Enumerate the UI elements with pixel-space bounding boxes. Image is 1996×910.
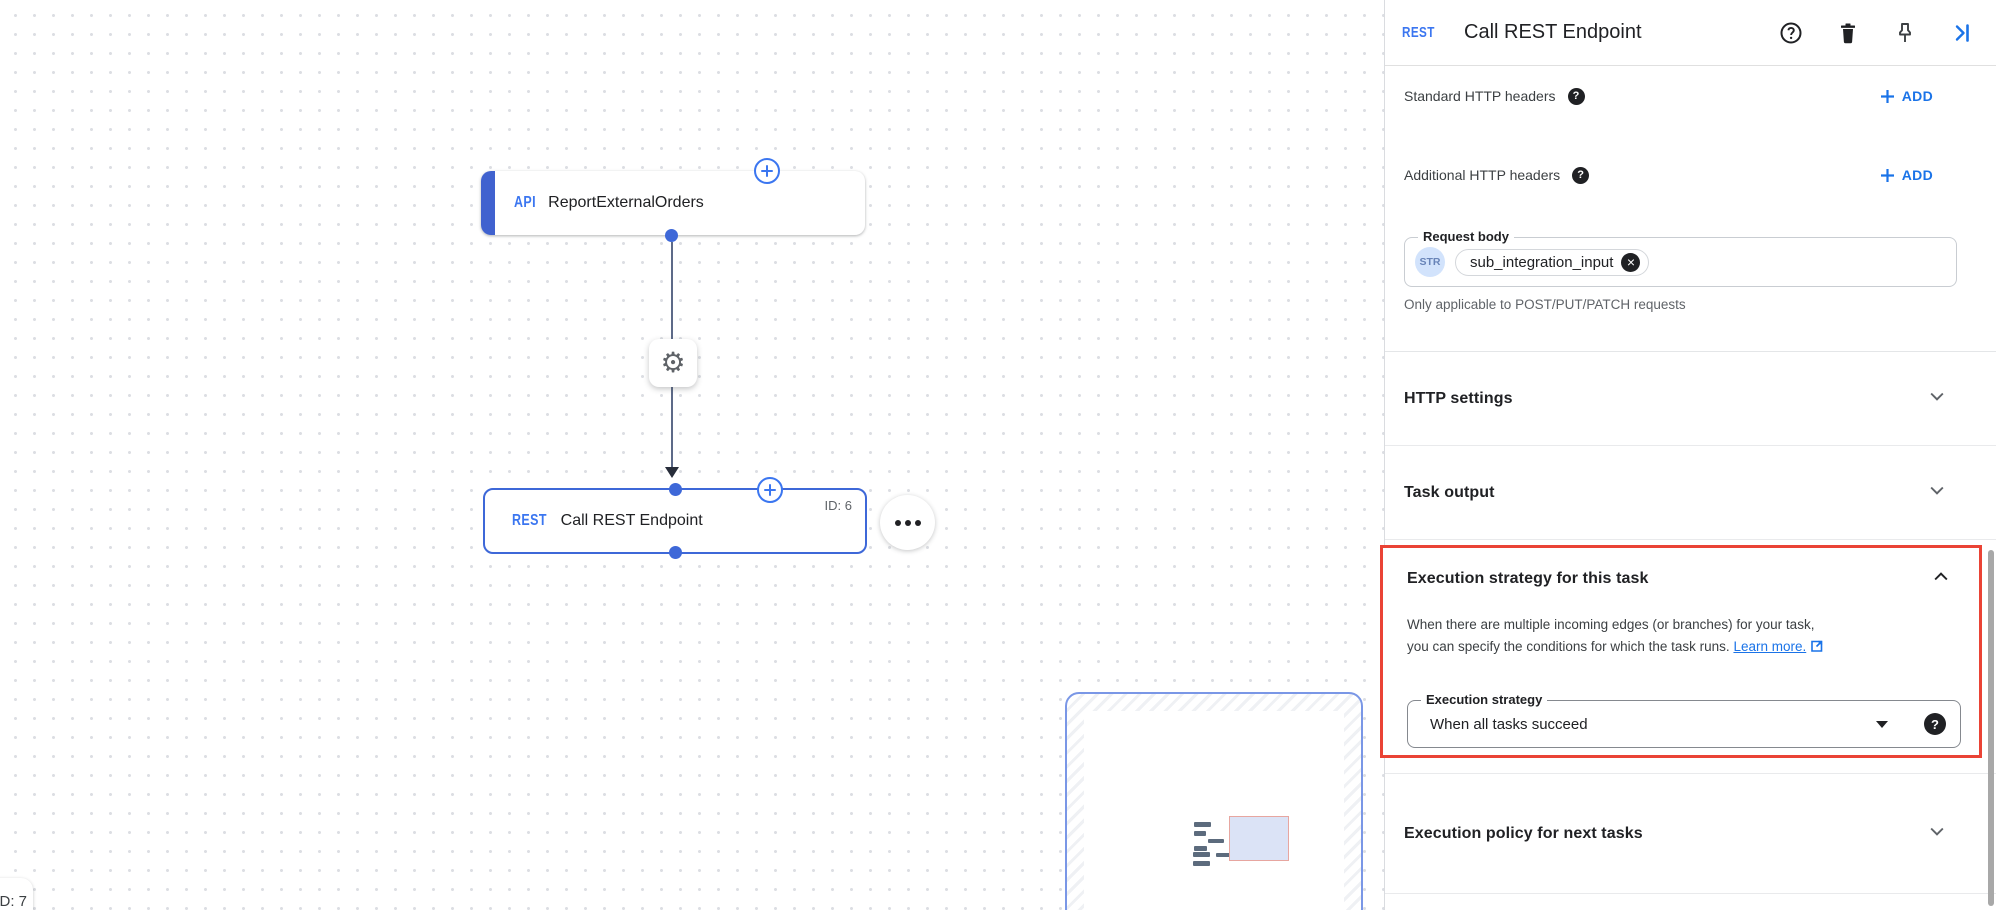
chevron-down-icon [1927,480,1947,505]
partial-task-node[interactable]: D: 7 [0,878,33,910]
minimap-node-bar [1208,839,1224,843]
add-edge-button[interactable] [754,158,780,184]
delete-task-button[interactable] [1836,21,1860,45]
add-additional-header-button[interactable]: ADD [1880,167,1933,183]
string-type-badge: STR [1415,247,1445,277]
pin-panel-button[interactable] [1893,21,1917,45]
workflow-canvas[interactable]: ⚙ API ReportExternalOrders REST Call RES… [0,0,1384,910]
minimap-node-bar [1194,831,1206,836]
execution-strategy-select[interactable]: Execution strategy When all tasks succee… [1407,692,1961,748]
help-icon[interactable]: ? [1572,166,1590,184]
panel-scrollbar[interactable] [1988,550,1994,906]
execution-strategy-highlight: Execution strategy for this task When th… [1380,545,1982,758]
minimap-node-bar [1193,861,1210,866]
execution-strategy-description: When there are multiple incoming edges (… [1407,614,1961,659]
edge-settings-button[interactable]: ⚙ [649,339,697,387]
input-port[interactable] [669,483,682,496]
plus-icon [764,484,776,496]
collapse-right-icon [1955,23,1969,42]
standard-http-headers-row: Standard HTTP headers ? ADD [1385,66,1996,126]
chevron-up-icon [1931,567,1951,592]
divider [1385,773,1996,774]
external-link-icon [1810,638,1823,660]
close-icon: × [1626,254,1636,270]
gear-icon: ⚙ [660,347,686,378]
section-http-settings[interactable]: HTTP settings [1385,352,1996,446]
request-body-field[interactable]: Request body STR sub_integration_input × [1404,229,1957,287]
dot-icon [904,519,911,526]
node-more-options-button[interactable] [880,495,935,550]
request-body-helper-text: Only applicable to POST/PUT/PATCH reques… [1404,297,1686,312]
output-port[interactable] [665,229,678,242]
node-title: Call REST Endpoint [560,512,703,529]
dropdown-caret-icon [1876,720,1888,728]
execution-strategy-field-label: Execution strategy [1421,692,1548,707]
add-standard-header-button[interactable]: ADD [1880,88,1933,104]
task-node-call-rest-endpoint[interactable]: REST Call REST Endpoint ID: 6 [483,477,867,559]
request-body-label: Request body [1418,229,1514,244]
api-trigger-badge: API [514,194,536,211]
output-port[interactable] [669,546,682,559]
help-button[interactable] [1779,21,1803,45]
minimap-node-bar [1194,822,1211,827]
variable-chip-label: sub_integration_input [1470,253,1614,271]
dot-icon [894,519,901,526]
section-execution-strategy[interactable]: Execution strategy for this task [1407,568,1961,590]
help-icon[interactable]: ? [1567,87,1585,105]
help-icon[interactable]: ? [1924,713,1946,735]
plus-icon [761,165,773,177]
minimap-node-bar [1216,853,1231,857]
minimap-viewport[interactable] [1229,816,1289,861]
task-node-report-external-orders[interactable]: API ReportExternalOrders [481,158,865,242]
panel-header: REST Call REST Endpoint [1385,0,1996,66]
section-execution-policy[interactable]: Execution policy for next tasks [1385,774,1996,894]
minimap-inner [1084,711,1344,910]
section-task-output[interactable]: Task output [1385,446,1996,540]
help-icon [1780,22,1802,43]
node-accent-bar [481,171,495,235]
task-config-panel: REST Call REST Endpoint [1380,0,1996,910]
variable-chip[interactable]: sub_integration_input × [1455,248,1650,276]
node-id-label: ID: 6 [824,498,852,513]
minimap-node-bar [1194,846,1207,851]
pin-icon [1899,22,1911,42]
chevron-down-icon [1927,386,1947,411]
trash-icon [1841,23,1855,43]
rest-task-badge: REST [1402,24,1435,41]
divider [1385,351,1996,352]
learn-more-link[interactable]: Learn more. [1733,638,1807,654]
rest-task-badge: REST [512,512,547,529]
remove-variable-button[interactable]: × [1621,252,1641,272]
add-edge-button[interactable] [757,477,783,503]
standard-http-headers-label: Standard HTTP headers [1404,88,1556,104]
node-id-label: D: 7 [0,892,27,910]
panel-title: Call REST Endpoint [1464,21,1642,43]
execution-strategy-value: When all tasks succeed [1430,715,1588,733]
node-title: ReportExternalOrders [548,194,704,211]
collapse-panel-button[interactable] [1950,21,1974,45]
dot-icon [914,519,921,526]
edge-arrowhead-icon [665,467,679,478]
plus-icon [1880,168,1894,182]
minimap-node-bar [1193,852,1210,857]
chevron-down-icon [1927,821,1947,846]
additional-http-headers-row: Additional HTTP headers ? ADD [1385,144,1996,206]
additional-http-headers-label: Additional HTTP headers [1404,167,1561,183]
canvas-minimap[interactable] [1065,692,1363,910]
plus-icon [1880,89,1894,103]
